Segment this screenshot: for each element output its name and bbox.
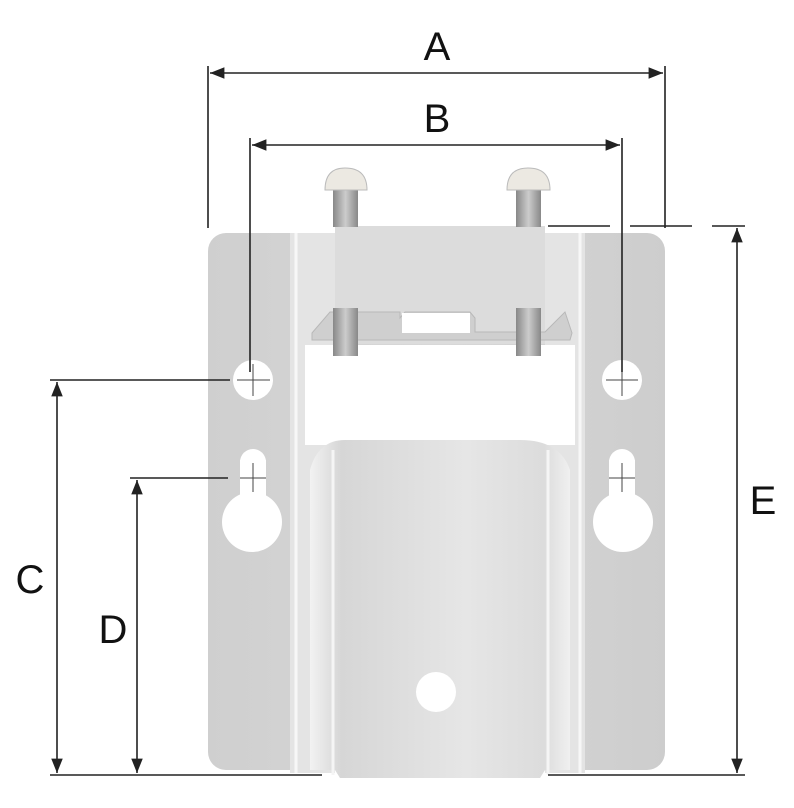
lower-channel bbox=[310, 440, 570, 778]
bracket bbox=[208, 167, 665, 778]
dimension-e-label: E bbox=[750, 479, 777, 523]
dimension-d-label: D bbox=[99, 608, 128, 652]
dimension-d: D bbox=[99, 477, 228, 773]
dimension-a: A bbox=[207, 25, 666, 228]
window-opening bbox=[305, 345, 575, 445]
keyhole-right bbox=[593, 449, 653, 552]
center-hole bbox=[416, 672, 456, 712]
dimension-e: E bbox=[50, 225, 777, 776]
dimension-c: C bbox=[16, 379, 230, 773]
hole-crosshairs bbox=[237, 364, 638, 492]
screw-left bbox=[324, 167, 368, 356]
dimension-b-label: B bbox=[424, 97, 451, 141]
dimension-c-label: C bbox=[16, 558, 45, 602]
dimension-a-label: A bbox=[424, 25, 451, 69]
dimension-b: B bbox=[249, 97, 623, 372]
screw-right bbox=[506, 167, 551, 356]
